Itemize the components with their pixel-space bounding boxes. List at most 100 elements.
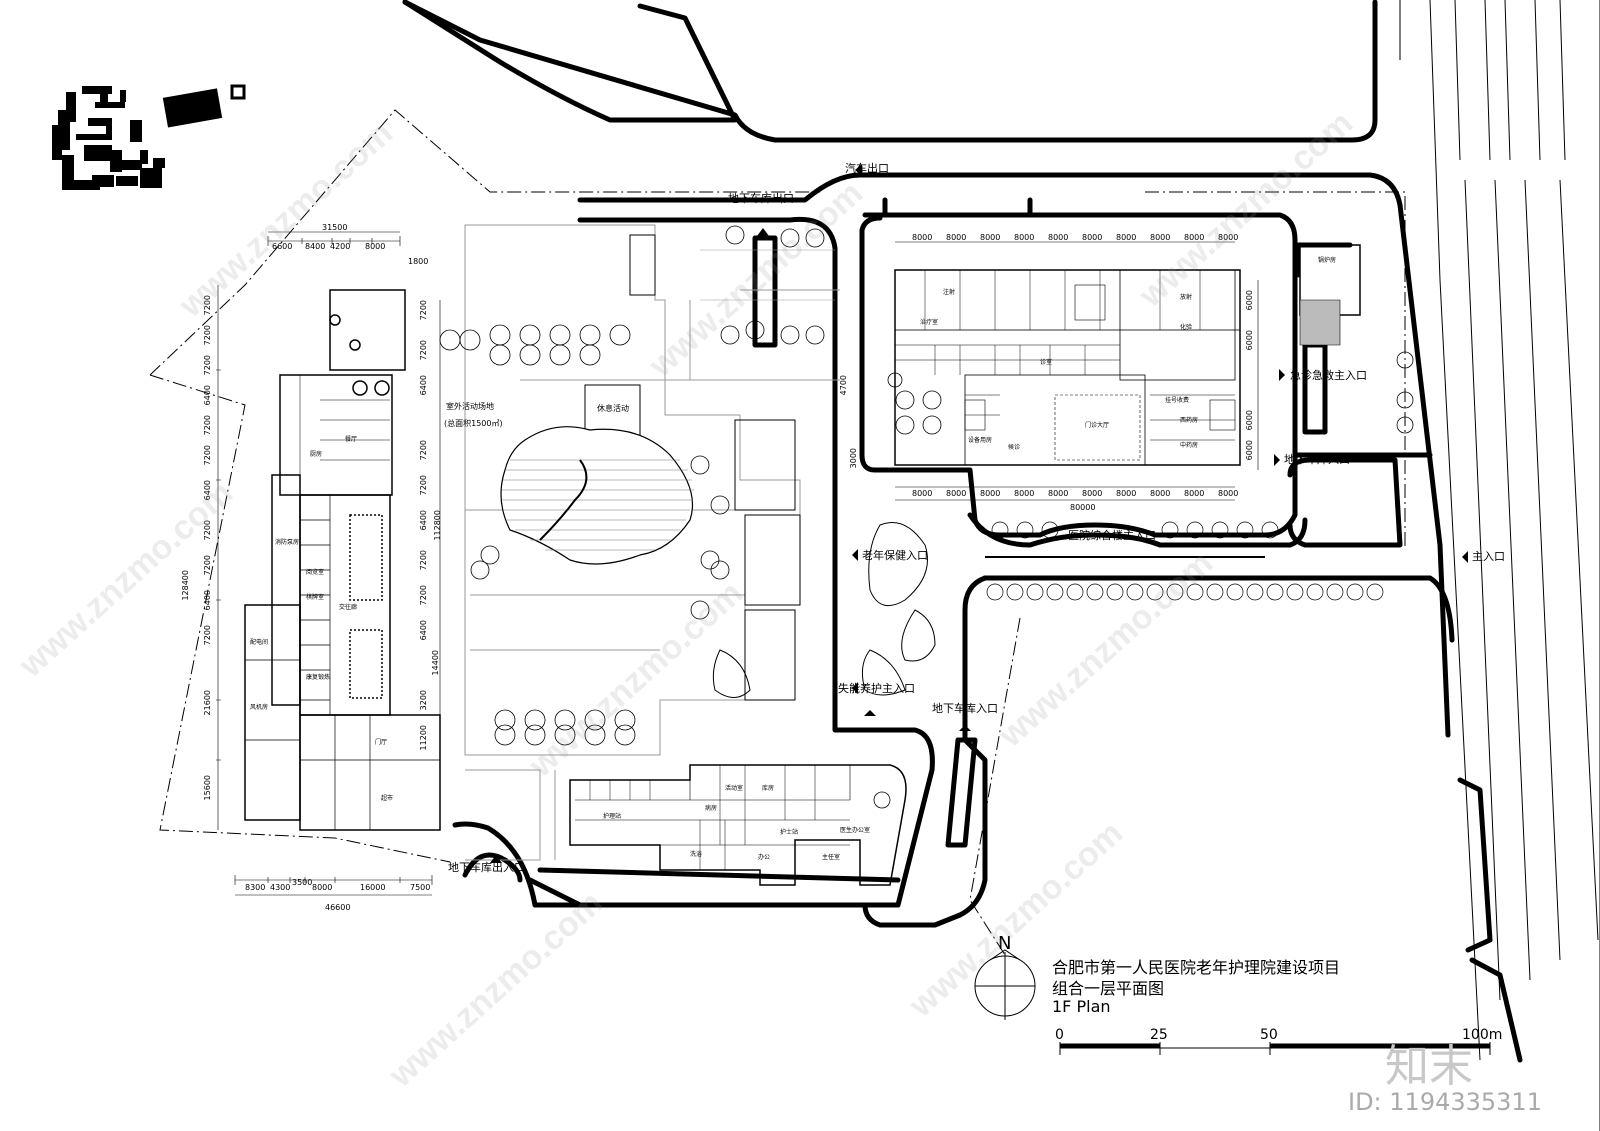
dim-hosp-top-10: 8000: [1218, 233, 1239, 242]
dim-hosp-total: 80000: [1070, 503, 1096, 512]
dim-top-part-4: 8000: [365, 242, 386, 251]
label-elderly-entrance: 老年保健入口: [862, 549, 928, 562]
scale-bar: [1059, 1042, 1491, 1055]
image-id: ID: 1194335311: [1348, 1088, 1542, 1116]
label-xray: 放射: [1180, 294, 1193, 301]
label-treatment: 治疗室: [920, 319, 939, 326]
highway-lines: [1399, 0, 1600, 1131]
dim-mid-span-3: 6400: [419, 375, 428, 396]
dim-left-span-11: 7200: [203, 625, 212, 646]
label-chess: 棋牌室: [306, 594, 325, 601]
entrance-arrows: [490, 164, 1468, 863]
label-garage-exit: 地下车库出口: [728, 192, 794, 205]
label-pharmacy-chinese: 中药房: [1180, 442, 1199, 449]
hospital-building: [894, 269, 1241, 466]
dim-hosp-side-2: 6000: [1245, 330, 1254, 351]
dim-hosp-side-3: 6000: [1245, 410, 1254, 431]
left-building: [244, 289, 441, 831]
dim-bottom-part-1: 8300: [245, 883, 266, 892]
dim-mid-span-11: 11200: [419, 725, 428, 751]
road-network: [402, 0, 1523, 1063]
title-line-1: 合肥市第一人民医院老年护理院建设项目: [1052, 958, 1341, 977]
dim-mid-span-2: 7200: [419, 340, 428, 361]
label-outdoor-activity: 室外活动场地: [446, 402, 494, 411]
dim-hosp-top-7: 8000: [1116, 233, 1137, 242]
dim-hosp-bottom-6: 8000: [1082, 489, 1103, 498]
dim-bottom-part-6: 7500: [410, 883, 431, 892]
site-boundary: [149, 109, 1406, 956]
dim-hosp-top-3: 8000: [980, 233, 1001, 242]
dim-hosp-bottom-3: 8000: [980, 489, 1001, 498]
boiler-building: [1299, 244, 1361, 346]
dim-hosp-side-1: 6000: [1245, 290, 1254, 311]
label-boiler-room: 锅炉房: [1318, 257, 1337, 264]
planters: [712, 522, 936, 698]
dim-bottom-part-2: 4300: [270, 883, 291, 892]
label-gym: 康复锻炼: [306, 674, 331, 681]
label-vent: 风机房: [250, 704, 269, 711]
dim-top-part-3: 4200: [330, 242, 351, 251]
dim-hosp-bottom-5: 8000: [1048, 489, 1069, 498]
dim-hosp-top-8: 8000: [1150, 233, 1171, 242]
label-registration: 挂号收费: [1165, 397, 1190, 404]
dim-hosp-bottom-2: 8000: [946, 489, 967, 498]
label-dining: 餐厅: [345, 436, 358, 443]
label-emergency-entrance: 急诊急救主入口: [1290, 369, 1367, 382]
dim-left-span-13: 15600: [203, 775, 212, 801]
label-consult: 诊室: [1040, 359, 1053, 366]
label-rest-pavilion: 休息活动: [597, 404, 629, 413]
dim-top-part-2: 8400: [305, 242, 326, 251]
label-pharmacy-west: 西药房: [1180, 417, 1199, 424]
label-reading: 阅览室: [306, 569, 325, 576]
dim-top-part-1: 6600: [272, 242, 293, 251]
label-lab: 化验: [1180, 324, 1193, 331]
dim-bottom-part-4: 8000: [312, 883, 333, 892]
tree-rows: [986, 521, 1384, 601]
dim-hosp-top-5: 8000: [1048, 233, 1069, 242]
label-vehicle-exit: 汽车出口: [845, 162, 889, 175]
dim-top-total: 31500: [322, 223, 348, 232]
dim-bottom-total: 46600: [325, 903, 351, 912]
dim-top-offset: 1800: [408, 257, 429, 266]
dim-left-span-7: 6400: [203, 480, 212, 501]
key-plan: [52, 84, 246, 190]
dim-bottom-part-5: 16000: [360, 883, 386, 892]
dim-hosp-top-9: 8000: [1184, 233, 1205, 242]
dim-left-span-3: 7200: [203, 355, 212, 376]
label-nursing-entrance: 失能养护主入口: [838, 682, 915, 695]
dim-left-span-2: 7200: [203, 325, 212, 346]
dim-bottom-part-3: 3500: [292, 878, 313, 887]
dim-hosp-top-2: 8000: [946, 233, 967, 242]
label-exchange: 交往廊: [339, 604, 358, 611]
dim-mid-total: 112800: [433, 510, 442, 541]
label-equipment: 设备用房: [968, 437, 993, 444]
label-power: 配电间: [250, 639, 269, 646]
label-supermarket: 超市: [381, 795, 394, 802]
dim-mid-span-10: 3200: [419, 690, 428, 711]
label-office: 办公: [758, 854, 771, 861]
label-main-entrance: 主入口: [1472, 550, 1505, 563]
title-line-3: 1F Plan: [1052, 997, 1111, 1016]
dim-left-total: 128400: [181, 570, 190, 601]
north-arrow: [974, 949, 1036, 1020]
label-garage-entrance-right: 地下车库入口: [1284, 453, 1350, 466]
dim-hosp-side2: 4700: [839, 375, 848, 396]
label-waiting: 候诊: [1008, 444, 1021, 451]
dim-mid-span-4: 7200: [419, 440, 428, 461]
dim-left-span-1: 7200: [203, 295, 212, 316]
scale-tick-100: 100m: [1462, 1027, 1503, 1043]
dim-hosp-bottom-4: 8000: [1014, 489, 1035, 498]
dim-left-span-6: 7200: [203, 445, 212, 466]
scale-tick-25: 25: [1150, 1027, 1168, 1043]
dim-mid-span-8: 7200: [419, 585, 428, 606]
label-garage-entrance-bottom: 地下车库出入口: [448, 861, 525, 874]
dim-left-span-4: 6400: [203, 385, 212, 406]
label-outpatient-hall: 门诊大厅: [1085, 422, 1110, 429]
dim-hosp-bottom-9: 8000: [1184, 489, 1205, 498]
dim-mid-span-6: 6400: [419, 510, 428, 531]
scale-tick-50: 50: [1260, 1027, 1278, 1043]
label-medical-office: 医生办公室: [840, 827, 871, 834]
dim-mid-span-9: 6400: [419, 620, 428, 641]
label-bath: 洗浴: [690, 851, 703, 858]
